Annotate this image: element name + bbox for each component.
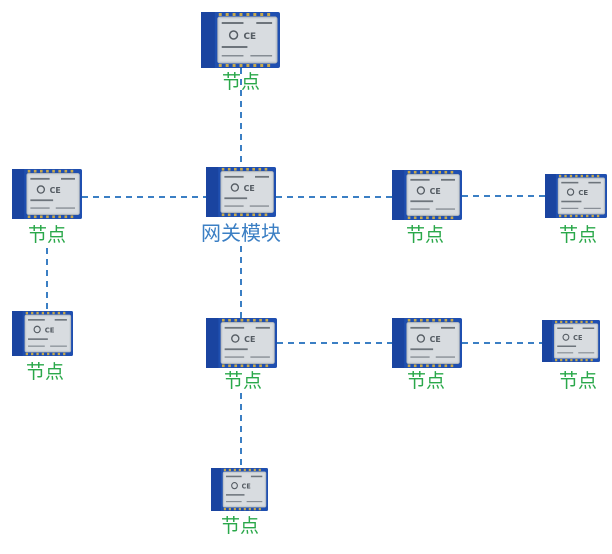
module-icon (211, 468, 268, 511)
module-lower-left (12, 311, 73, 356)
node-label-mid-right: 节点 (405, 224, 445, 246)
module-bottom (211, 468, 268, 511)
node-label-center: 节点 (223, 370, 263, 392)
module-left (12, 169, 82, 219)
module-icon (201, 12, 280, 68)
module-icon (12, 311, 73, 356)
module-gateway (206, 167, 276, 217)
node-label-lower-left: 节点 (25, 361, 65, 383)
gateway-label: 网关模块 (201, 221, 281, 245)
module-lower-right (542, 320, 600, 362)
module-icon (206, 167, 276, 217)
module-icon (392, 318, 462, 368)
module-mid-right (392, 170, 462, 220)
module-center (206, 318, 277, 368)
node-label-far-right: 节点 (558, 224, 598, 246)
module-far-right (545, 174, 607, 218)
module-top (201, 12, 280, 68)
node-label-lower-mid: 节点 (406, 370, 446, 392)
module-icon (542, 320, 600, 362)
module-lower-mid (392, 318, 462, 368)
module-icon (392, 170, 462, 220)
node-label-lower-right: 节点 (558, 370, 598, 392)
node-label-left: 节点 (27, 224, 67, 246)
module-icon (12, 169, 82, 219)
node-label-bottom: 节点 (220, 515, 260, 537)
module-icon (206, 318, 277, 368)
module-icon (545, 174, 607, 218)
node-label-top: 节点 (221, 71, 261, 93)
